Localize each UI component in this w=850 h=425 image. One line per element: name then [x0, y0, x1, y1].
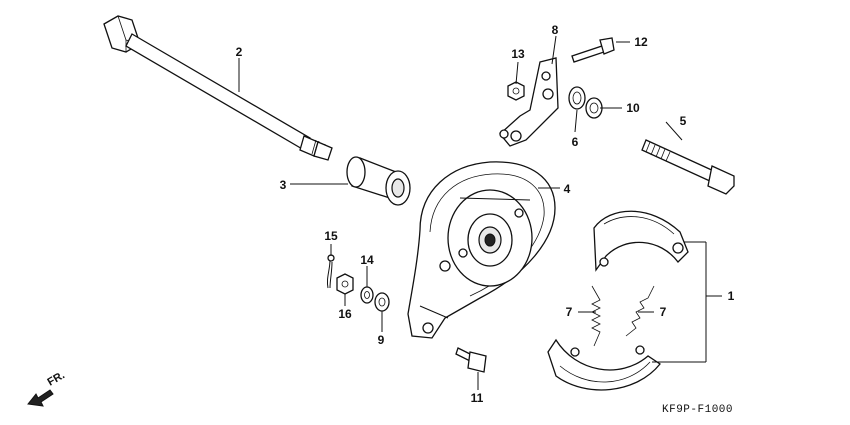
- washer-10: [585, 97, 603, 119]
- cotter-pin: [326, 254, 335, 289]
- nut-16: [336, 273, 354, 295]
- callout-4: 4: [564, 182, 571, 196]
- brake-shoe-lower: [547, 338, 661, 391]
- callout-10: 10: [626, 101, 640, 115]
- callout-7-right: 7: [660, 305, 667, 319]
- leader-lines: [238, 35, 722, 390]
- brake-panel: [407, 161, 556, 339]
- brake-shoe-upper: [593, 210, 689, 272]
- callout-5: 5: [680, 114, 687, 128]
- callout-16: 16: [338, 307, 352, 321]
- callout-6: 6: [572, 135, 579, 149]
- callout-12: 12: [634, 35, 648, 49]
- spring-left: [591, 285, 601, 347]
- washer-6: [568, 86, 586, 110]
- callout-8: 8: [552, 23, 559, 37]
- callout-1: 1: [728, 289, 735, 303]
- callout-9: 9: [378, 333, 385, 347]
- callout-3: 3: [280, 178, 287, 192]
- indicator-plate: [499, 57, 559, 147]
- washer-14: [360, 286, 374, 304]
- arrow-icon: [27, 389, 54, 407]
- callout-15: 15: [324, 229, 338, 243]
- axle: [103, 15, 333, 161]
- direction-label: FR.: [46, 369, 67, 388]
- spacer: [346, 156, 411, 206]
- washer-9: [374, 292, 390, 312]
- diagram-code: KF9P-F1000: [662, 404, 733, 416]
- nut-13: [507, 81, 525, 101]
- callout-7-left: 7: [566, 305, 573, 319]
- spring-right: [625, 285, 655, 337]
- callout-11: 11: [471, 391, 484, 405]
- callout-2: 2: [236, 45, 243, 59]
- bolt-11: [455, 347, 487, 373]
- callout-14: 14: [360, 253, 374, 267]
- bolt-12: [571, 37, 615, 63]
- callout-13: 13: [511, 47, 525, 61]
- front-direction-indicator: FR.: [27, 369, 67, 407]
- brake-cam: [641, 139, 735, 195]
